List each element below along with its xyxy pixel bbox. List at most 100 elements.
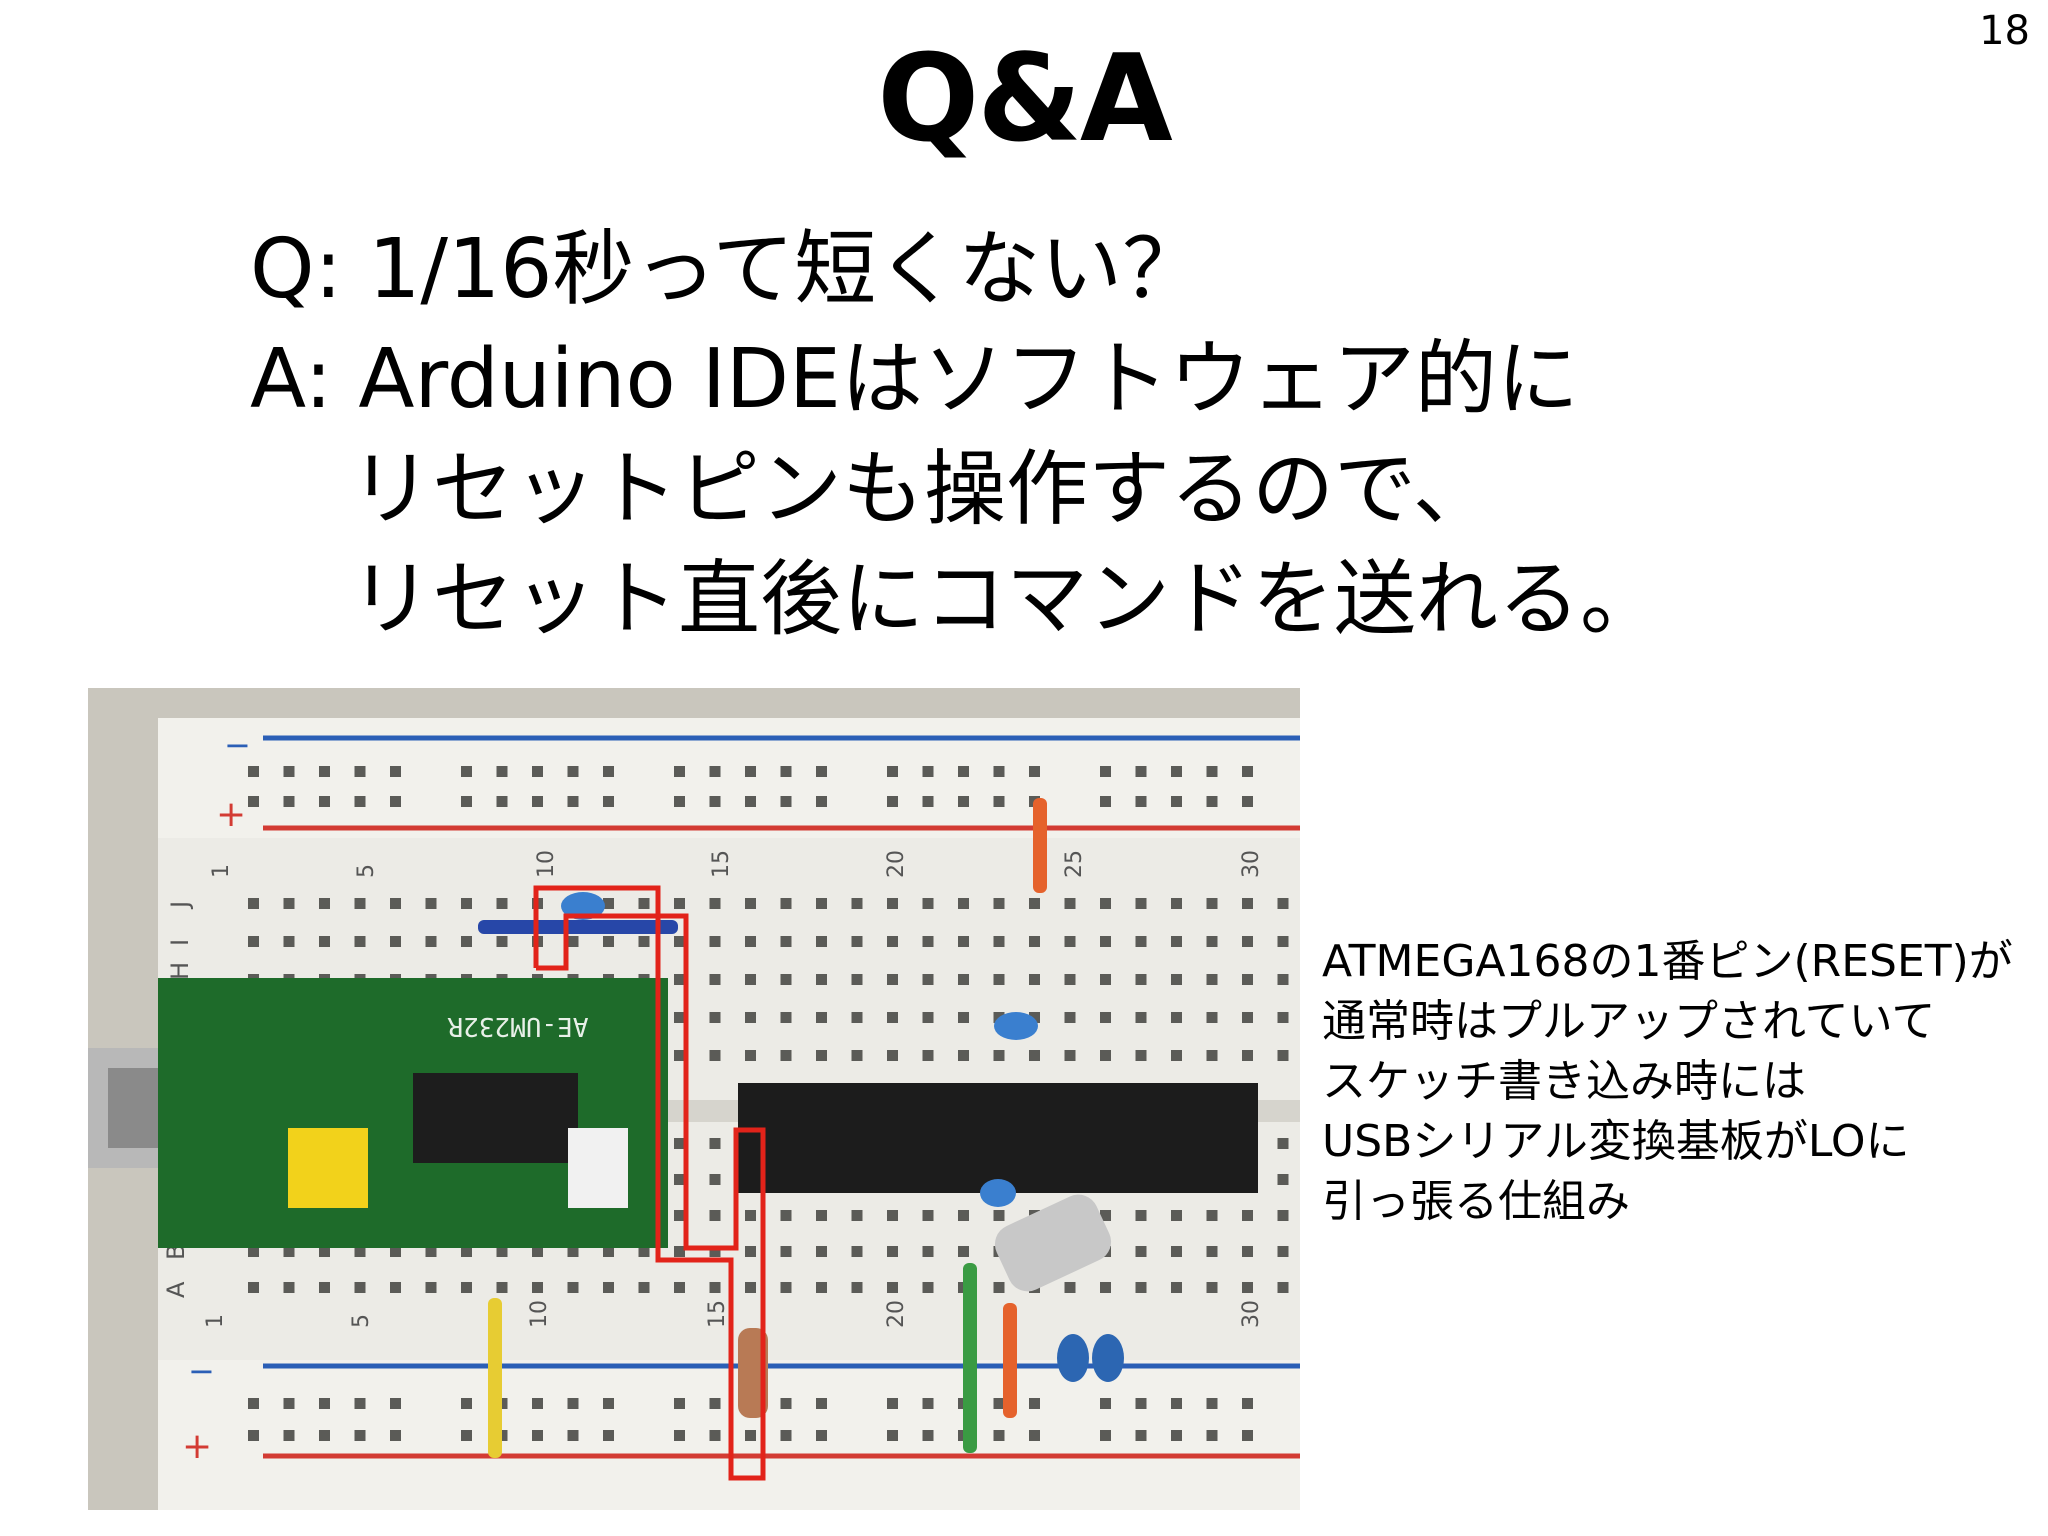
breadboard-hole [816,898,827,909]
breadboard-hole [1277,974,1289,985]
orange-wire-top [1033,798,1047,893]
col-num: 20 [884,850,909,878]
col-num: 15 [705,1300,730,1328]
breadboard-hole [319,1282,330,1293]
breadboard-hole [354,1398,366,1409]
breadboard-hole [709,1138,721,1149]
row-letter: A [162,1281,190,1298]
caption-line-5: 引っ張る仕組み [1322,1176,1630,1227]
breadboard-hole [674,936,685,947]
breadboard-hole [390,898,401,909]
breadboard-hole [709,1210,721,1221]
col-num: 10 [534,850,559,878]
breadboard-hole [496,766,508,777]
breadboard-hole [745,796,756,807]
col-num: 1 [209,864,234,878]
ft232-chip [413,1073,578,1163]
caption-line-1: ATMEGA168の1番ピン(RESET)が [1322,936,2013,987]
caption-block: ATMEGA168の1番ピン(RESET)が 通常時はプルアップされていて スケ… [1322,932,2013,1232]
breadboard-hole [887,766,898,777]
breadboard-hole [922,766,934,777]
breadboard-hole [1029,1398,1040,1409]
breadboard-hole [425,1282,437,1293]
breadboard-hole [248,796,259,807]
breadboard-hole [887,1050,898,1061]
breadboard-hole [1206,1430,1218,1441]
breadboard-hole [390,796,401,807]
breadboard-hole [1206,1246,1218,1257]
breadboard-hole [248,1282,259,1293]
breadboard-hole [958,936,969,947]
capacitor [1092,1334,1124,1382]
orange-wire-bottom [1003,1303,1017,1418]
breadboard-hole [780,936,792,947]
breadboard-hole [887,1210,898,1221]
breadboard-hole [1064,1012,1076,1023]
breadboard-hole [745,974,756,985]
breadboard-hole [1100,936,1111,947]
breadboard-hole [851,936,863,947]
breadboard-hole [461,898,472,909]
capacitor [1057,1334,1089,1382]
breadboard-hole [1242,1210,1253,1221]
breadboard-hole [1100,1430,1111,1441]
breadboard-hole [958,1050,969,1061]
breadboard-hole [745,936,756,947]
white-connector [568,1128,628,1208]
crystal-oscillator [994,1194,1112,1292]
breadboard-hole [1100,766,1111,777]
breadboard-hole [1135,1398,1147,1409]
breadboard-hole [1135,1050,1147,1061]
col-num: 5 [354,864,379,878]
breadboard-hole [780,1012,792,1023]
breadboard-hole [496,898,508,909]
breadboard-hole [461,1398,472,1409]
breadboard-hole [780,974,792,985]
breadboard-hole [532,1398,543,1409]
breadboard-hole [709,1050,721,1061]
breadboard-hole [319,1430,330,1441]
breadboard-hole [958,766,969,777]
breadboard-hole [958,974,969,985]
breadboard-hole [1242,1050,1253,1061]
qa-block: Q: 1/16秒って短くない？ A: Arduino IDEはソフトウェア的に … [250,215,1662,655]
breadboard-hole [816,1282,827,1293]
yellow-wire [488,1298,502,1458]
breadboard-hole [887,1012,898,1023]
breadboard-hole [1064,974,1076,985]
breadboard-hole [532,1282,543,1293]
breadboard-hole [248,1398,259,1409]
breadboard-hole [674,1246,685,1257]
breadboard-hole [709,1174,721,1185]
row-letter: I [166,939,194,946]
breadboard-hole [745,1210,756,1221]
breadboard-hole [816,766,827,777]
top-rail-minus: − [224,726,251,764]
breadboard-hole [922,1430,934,1441]
green-wire [963,1263,977,1453]
answer-line-1: A: Arduino IDEはソフトウェア的に [250,332,1579,427]
breadboard-hole [1242,766,1253,777]
breadboard-hole [1029,766,1040,777]
breadboard-photo: − + − + 1 5 10 15 20 25 30 1 5 10 15 20 … [88,688,1300,1510]
caption-line-2: 通常時はプルアップされていて [1322,996,1936,1047]
breadboard-hole [567,1398,579,1409]
breadboard-hole [425,898,437,909]
column-numbers-top: 1 5 10 15 20 25 30 [209,850,1264,878]
breadboard-hole [887,898,898,909]
breadboard-hole [1029,974,1040,985]
breadboard-hole [1100,974,1111,985]
breadboard-hole [816,1210,827,1221]
breadboard-hole [1277,1138,1289,1149]
breadboard-hole [958,1246,969,1257]
question-text: Q: 1/16秒って短くない？ [250,222,1205,317]
breadboard-hole [638,936,650,947]
breadboard-hole [780,1398,792,1409]
breadboard-hole [1206,1050,1218,1061]
breadboard-hole [532,796,543,807]
breadboard-hole [1135,766,1147,777]
breadboard-hole [709,1282,721,1293]
breadboard-hole [496,796,508,807]
answer-line-2: リセットピンも操作するので、 [350,442,1495,537]
breadboard-hole [1171,898,1182,909]
